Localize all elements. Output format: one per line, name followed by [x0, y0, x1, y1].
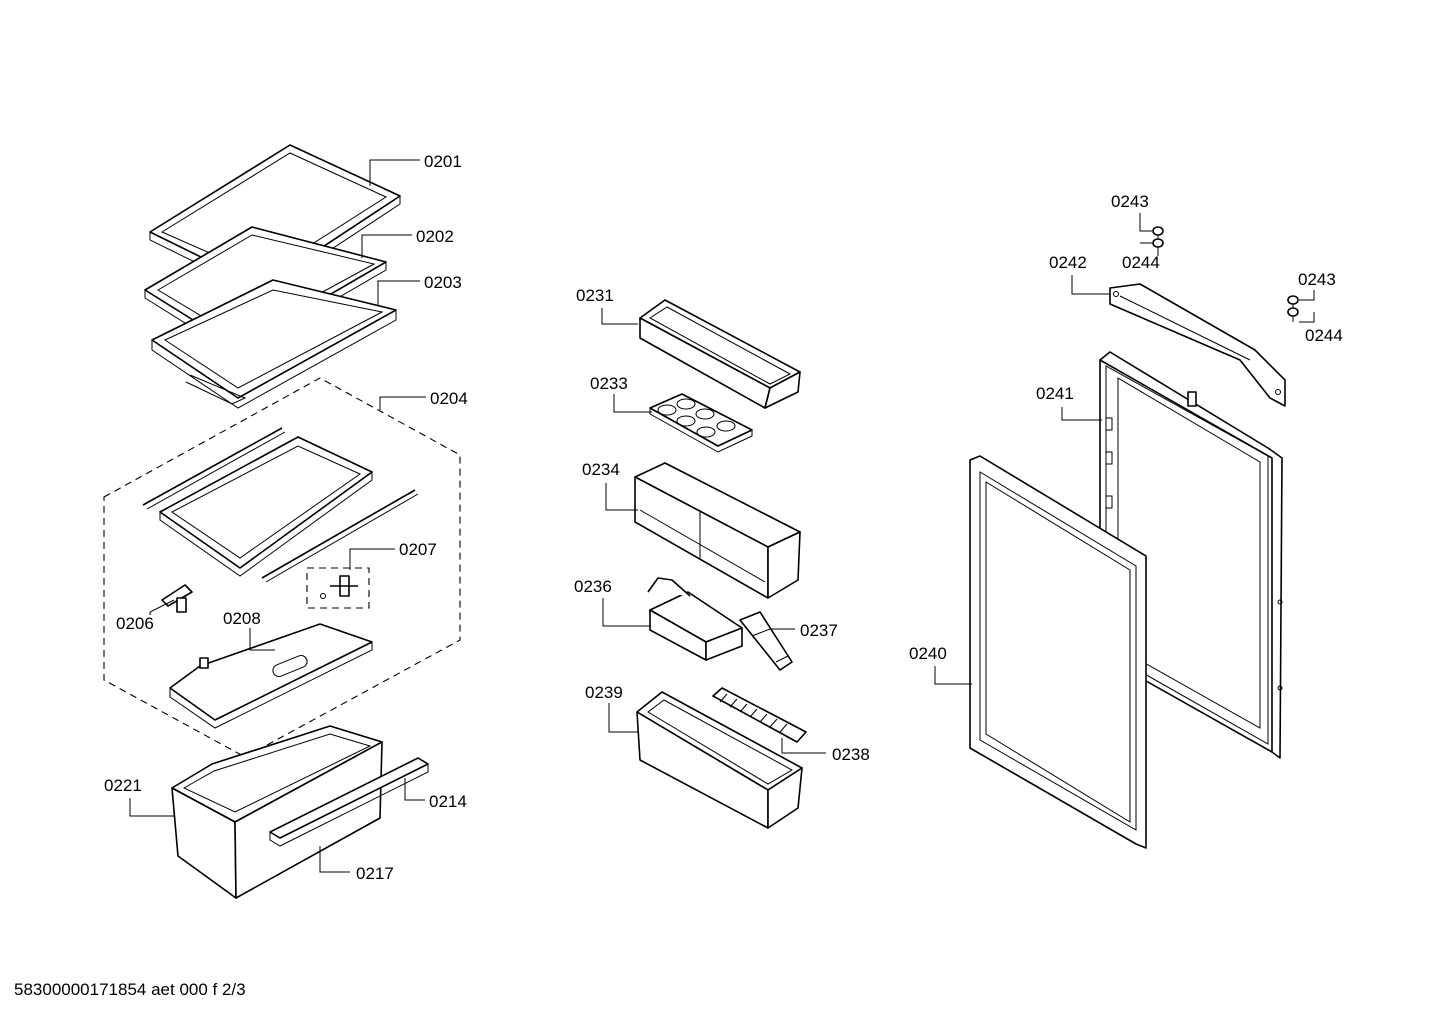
part-0244-screw-upper[interactable] — [1152, 238, 1164, 256]
callout-0244-right: 0244 — [1305, 326, 1343, 345]
part-0237-rail[interactable] — [739, 611, 793, 671]
callout-0244-upper: 0244 — [1122, 253, 1160, 272]
callout-0243-upper: 0243 — [1111, 192, 1149, 211]
callout-0236: 0236 — [574, 577, 612, 596]
part-0207-holder[interactable] — [306, 567, 370, 609]
part-0238-insert[interactable] — [712, 687, 807, 743]
assembly-0204-boundary — [103, 377, 461, 758]
callout-0233: 0233 — [590, 374, 628, 393]
callout-0240: 0240 — [909, 644, 947, 663]
callout-0208: 0208 — [223, 609, 261, 628]
part-0233-egg-tray[interactable] — [649, 393, 753, 453]
part-0244-screw-right[interactable] — [1287, 307, 1299, 322]
document-id: 58300000171854 aet 000 f 2/3 — [14, 980, 246, 999]
part-0239-bottle-shelf[interactable] — [636, 691, 803, 829]
callout-0231: 0231 — [576, 286, 614, 305]
callout-0214: 0214 — [429, 792, 467, 811]
part-0243-screw-right[interactable] — [1287, 295, 1299, 308]
callout-0242: 0242 — [1049, 253, 1087, 272]
part-0221-crisper-drawer[interactable] — [171, 725, 383, 899]
part-0242-hinge-bracket[interactable] — [1109, 283, 1286, 407]
callout-0221: 0221 — [104, 776, 142, 795]
part-0208-cover[interactable] — [169, 623, 373, 729]
callout-0239: 0239 — [585, 683, 623, 702]
part-0231-door-shelf[interactable] — [639, 299, 801, 409]
callout-0237: 0237 — [800, 621, 838, 640]
part-0236-small-tray[interactable] — [647, 577, 743, 661]
callout-0217: 0217 — [356, 864, 394, 883]
leader-lines — [129, 159, 1315, 873]
callout-0238: 0238 — [832, 745, 870, 764]
part-0234-butter-compartment[interactable] — [634, 462, 801, 599]
part-0243-screw-upper[interactable] — [1152, 226, 1164, 240]
part-0241-door-panel[interactable] — [1099, 351, 1283, 759]
part-0203-shelf-frame[interactable] — [151, 279, 397, 409]
callout-0241: 0241 — [1036, 384, 1074, 403]
part-0240-door-seal[interactable] — [969, 455, 1147, 849]
callout-0204: 0204 — [430, 389, 468, 408]
callout-0243-right: 0243 — [1298, 270, 1336, 289]
callout-0201: 0201 — [424, 152, 462, 171]
callout-0234: 0234 — [582, 460, 620, 479]
callout-0207: 0207 — [399, 540, 437, 559]
part-0214-rail[interactable] — [269, 757, 429, 847]
part-0206-clip[interactable] — [161, 584, 193, 613]
callout-0206: 0206 — [116, 614, 154, 633]
callout-0202: 0202 — [416, 227, 454, 246]
part-0204-glass-shelf[interactable] — [142, 427, 419, 583]
callout-0203: 0203 — [424, 273, 462, 292]
